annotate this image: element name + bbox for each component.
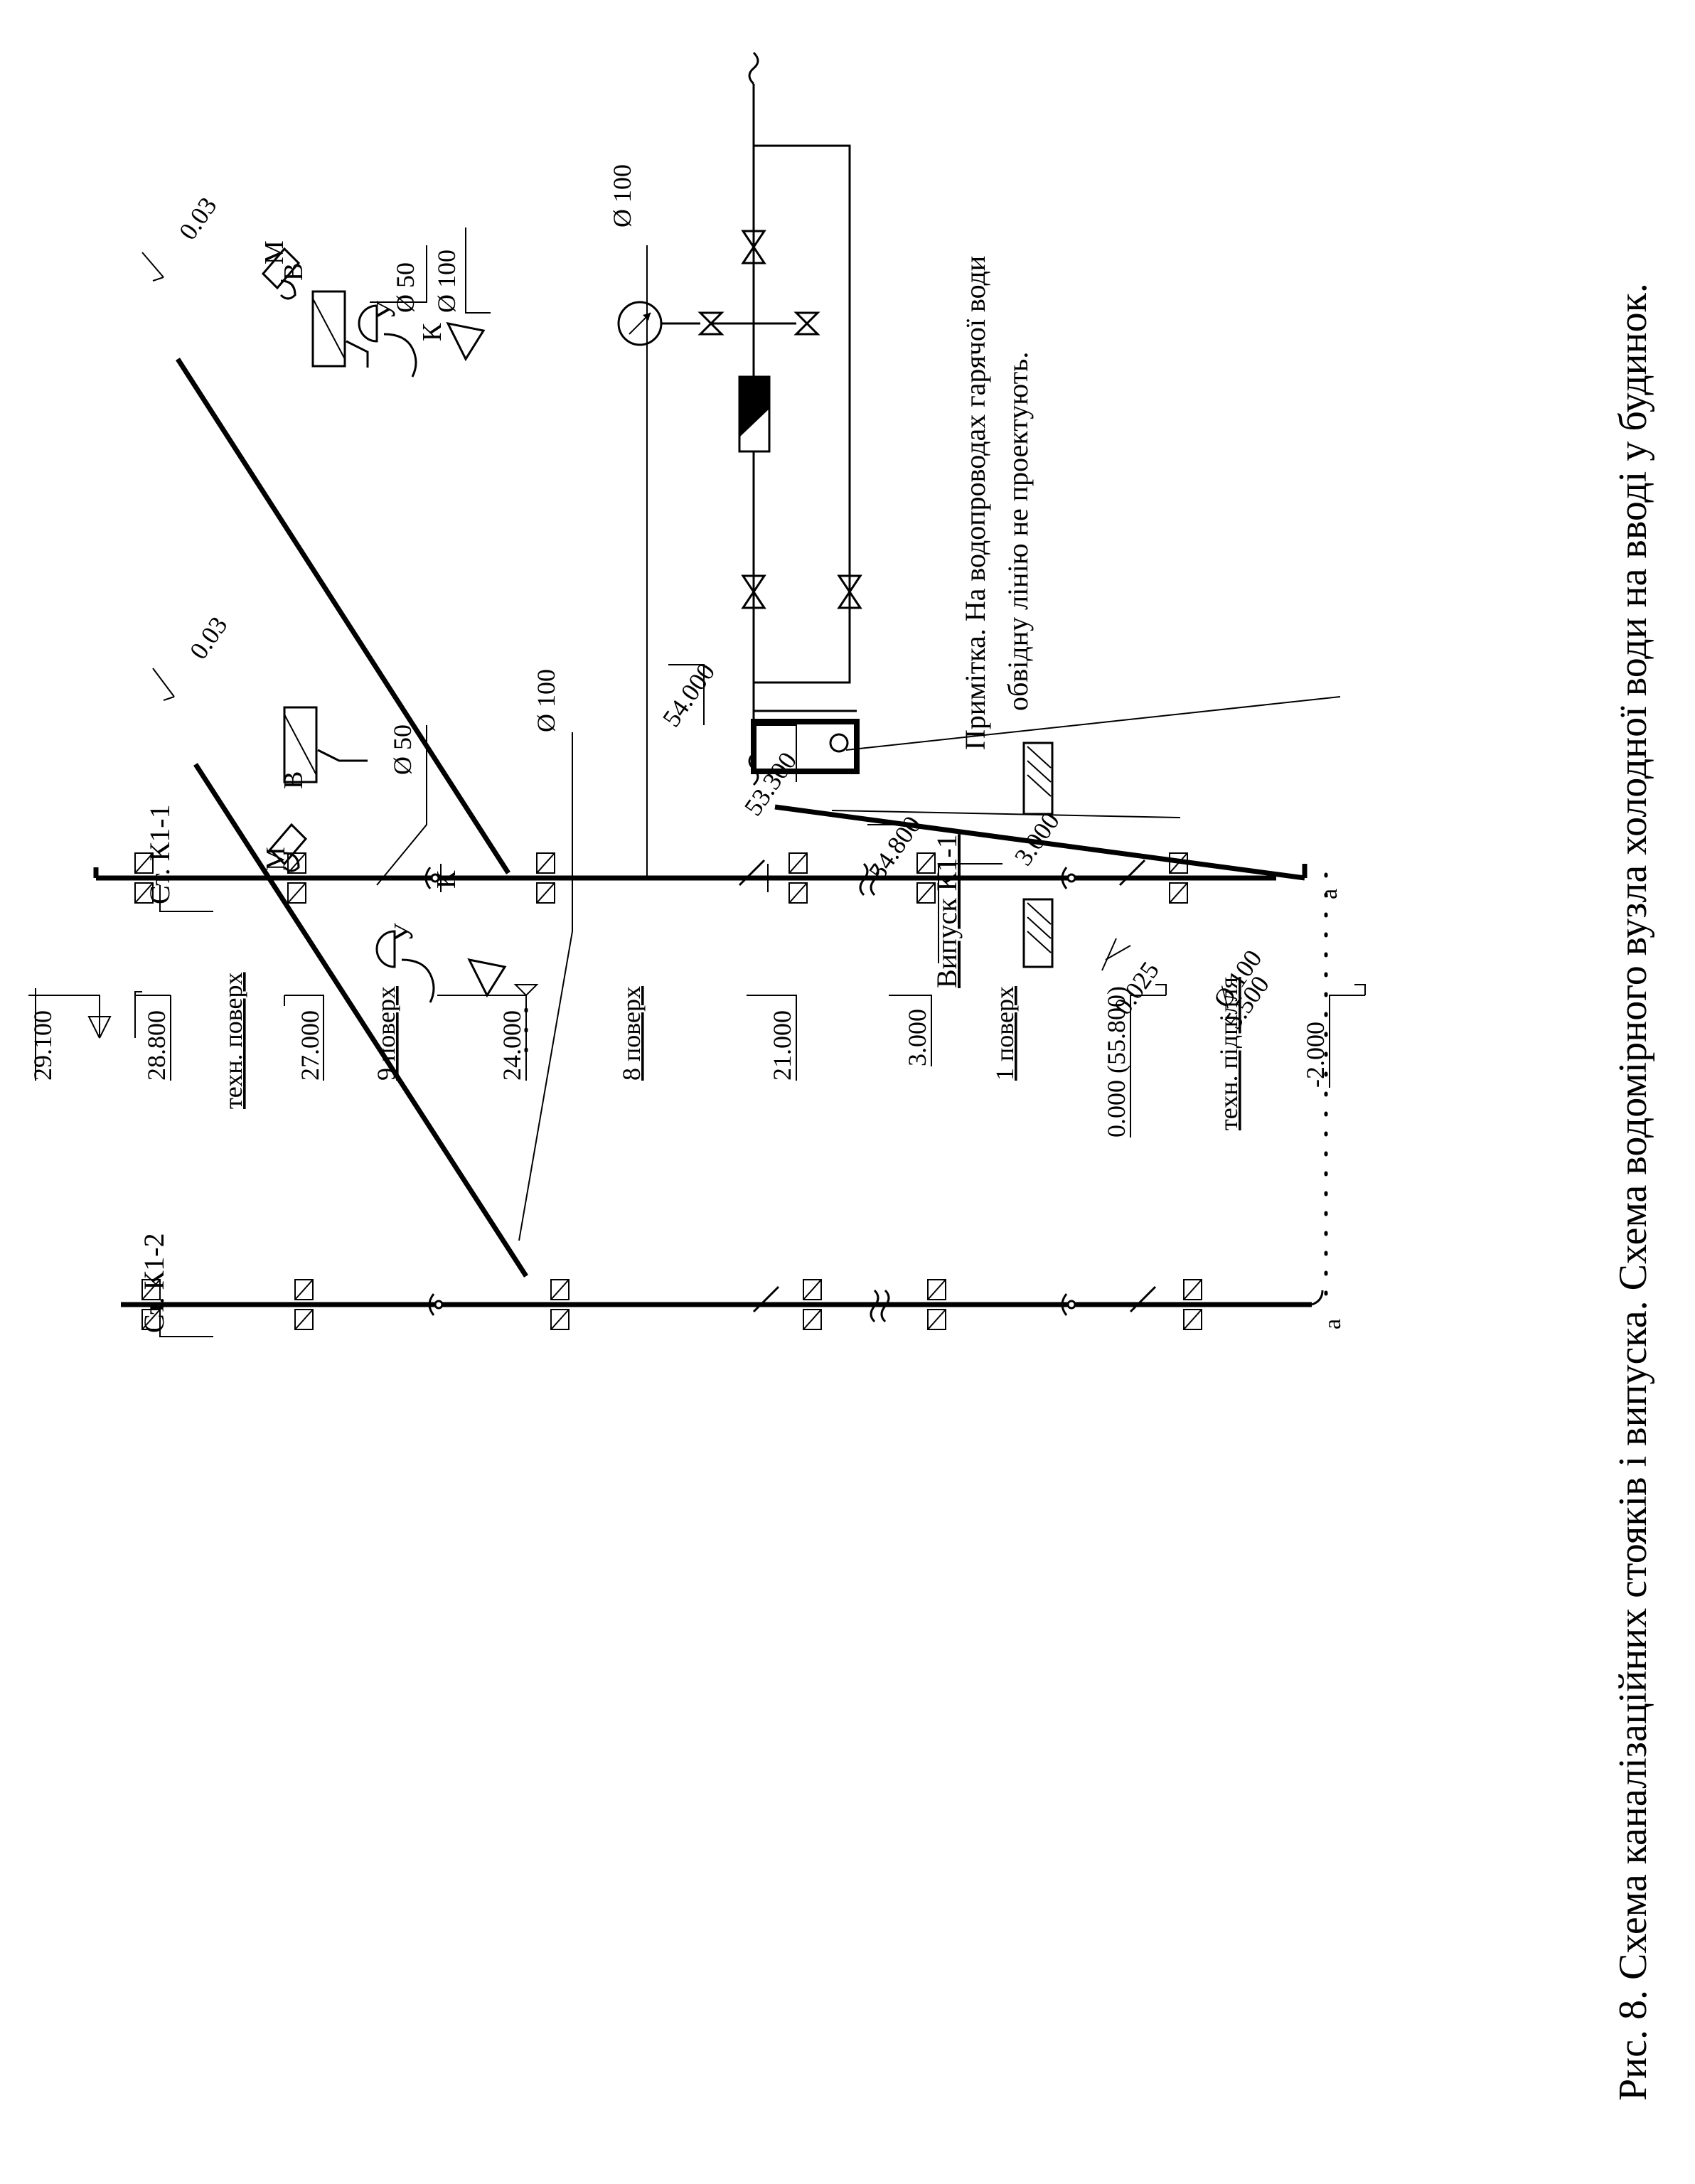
slab-icon	[134, 852, 154, 904]
level-0000: 0.000 (55.800) техн. підпілля	[1102, 977, 1243, 1138]
riser-2-d50: Ø 50	[388, 724, 417, 775]
toilet-icon	[467, 958, 507, 998]
riser-1-d100a: Ø 100	[432, 250, 461, 313]
bathtub-icon	[375, 930, 435, 1003]
outlet-k1-1: Випуск К1-1 Ø 100 0.025 5.500 3.000 54	[657, 658, 1342, 1314]
valve-icon	[837, 574, 862, 609]
slab-icon	[916, 852, 936, 904]
svg-text:8 поверх: 8 поверх	[617, 986, 646, 1081]
slab-icon	[294, 1279, 314, 1330]
riser-2-slope: 0.03	[184, 611, 233, 665]
svg-text:1 поверх: 1 поверх	[990, 986, 1019, 1081]
svg-text:0.000 (55.800): 0.000 (55.800)	[1102, 986, 1130, 1138]
inspection-well-icon	[751, 710, 860, 774]
note: Примітка. На водопроводах гарячої води о…	[959, 256, 1034, 750]
svg-text:29.100: 29.100	[28, 1010, 57, 1081]
slab-icon	[788, 852, 808, 904]
svg-text:М: М	[261, 847, 291, 871]
level-24000: 24.000 8 поверх	[437, 984, 646, 1081]
outlet-title: Випуск К1-1	[931, 834, 963, 988]
svg-text:9 поверх: 9 поверх	[372, 986, 400, 1081]
svg-text:24.000: 24.000	[498, 1010, 526, 1081]
slab-icon	[287, 852, 306, 904]
level-21000: 21.000	[747, 995, 797, 1081]
riser-2-title: Ст. К1-2	[138, 1233, 170, 1333]
note-line-2: обвідну лінію не проектують.	[1002, 352, 1034, 711]
svg-text:В: В	[279, 263, 309, 281]
revision-icon	[1061, 1293, 1068, 1316]
revision-icon	[424, 867, 432, 889]
riser-1-d100b: Ø 100	[608, 164, 636, 228]
slab-icon	[927, 1279, 946, 1330]
valve-icon	[741, 230, 766, 264]
level-marks: 29.100 28.800 техн. поверх 27.000 9 пове…	[28, 972, 1366, 1138]
slab-icon	[803, 1279, 822, 1330]
riser-1-slope: 0.03	[173, 192, 223, 245]
slab-icon	[536, 852, 555, 904]
svg-text:28.800: 28.800	[142, 1010, 171, 1081]
water-meter-unit	[617, 51, 862, 786]
svg-text:3.000: 3.000	[903, 1009, 931, 1066]
valve-icon	[741, 574, 766, 609]
pressure-gauge-icon	[617, 301, 663, 346]
revision-icon	[1061, 867, 1068, 889]
svg-text:У: У	[389, 923, 419, 942]
svg-text:У: У	[371, 301, 401, 320]
svg-text:К: К	[417, 323, 447, 341]
slab-icon	[1183, 1279, 1202, 1330]
outlet-elev2: 54.000	[657, 658, 721, 732]
sink-icon	[261, 247, 301, 300]
figure-caption: Рис. 8. Схема каналізаційних стояків і в…	[1611, 283, 1655, 2101]
riser-k1-2: Ст. К1-2 0.03 М В У К Ø 50 Ø 100	[121, 611, 1346, 1337]
note-line-1: Примітка. На водопроводах гарячої води	[959, 256, 991, 750]
wall-sleeve-icon	[1022, 742, 1054, 968]
svg-text:К: К	[432, 870, 461, 889]
bathtub-icon	[358, 304, 417, 378]
sink-icon	[268, 823, 308, 872]
svg-text:27.000: 27.000	[296, 1010, 324, 1081]
level-3000: 3.000 1 поверх	[889, 986, 1019, 1081]
revision-icon	[428, 1293, 435, 1316]
level-28800: 28.800 техн. поверх	[134, 972, 247, 1109]
svg-text:21.000: 21.000	[768, 1010, 796, 1081]
svg-text:техн. поверх: техн. поверх	[219, 972, 247, 1109]
level-27000: 27.000 9 поверх	[284, 986, 400, 1081]
washbasin-icon	[283, 706, 368, 783]
toilet-icon	[446, 321, 486, 362]
washbasin-icon	[311, 290, 369, 368]
slab-icon	[550, 1279, 570, 1330]
outlet-mark-a: а	[1316, 889, 1342, 899]
riser-k1-1: Ст. К1-1 0.03 М В У К Ø 50 Ø 100	[93, 164, 1276, 912]
water-meter-icon	[738, 375, 771, 453]
riser-1-d50: Ø 50	[391, 262, 419, 313]
svg-text:В: В	[279, 771, 309, 789]
svg-text:техн. підпілля: техн. підпілля	[1214, 977, 1243, 1130]
level-29100: 29.100	[28, 988, 112, 1081]
riser-2-mark-a: а	[1320, 1319, 1346, 1329]
riser-2-d100: Ø 100	[532, 669, 560, 732]
level-minus2000: -2.000	[1301, 984, 1366, 1088]
